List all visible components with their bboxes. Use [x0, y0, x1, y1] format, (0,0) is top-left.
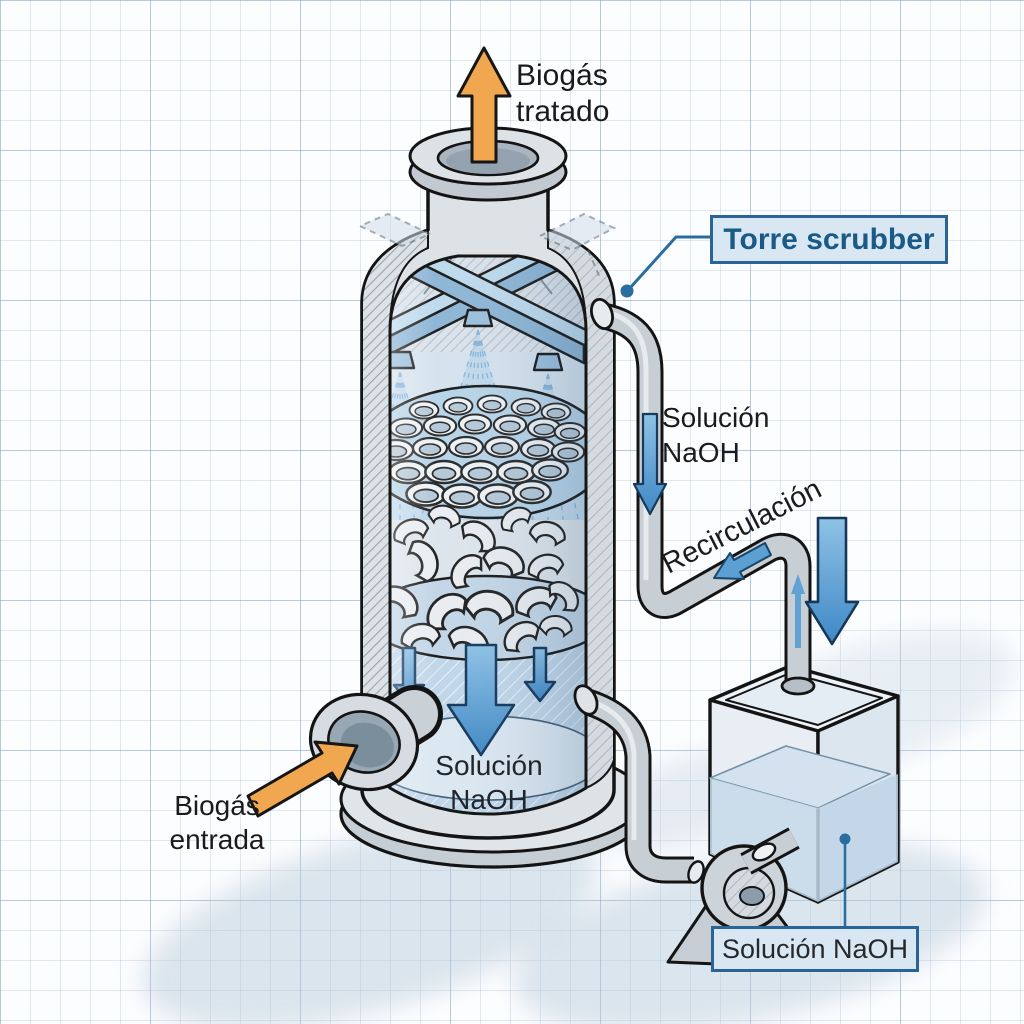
- tower-callout-box: Torre scrubber: [710, 215, 948, 264]
- tank-callout-box: Solución NaOH: [711, 926, 919, 972]
- tower-callout-text: Torre scrubber: [723, 222, 935, 256]
- biogas-inlet-label: Biogás entrada: [169, 790, 265, 855]
- naoh-tank: [708, 664, 900, 904]
- tank-inflow-arrow arrow-down-icon: [804, 516, 860, 646]
- tank-liquid: [709, 745, 898, 902]
- tower-cut-wall-right: [547, 228, 615, 790]
- biogas-inlet-flange: [308, 685, 443, 792]
- leader-dot: [839, 833, 851, 845]
- callout-leader-tower: [628, 235, 711, 290]
- tank-feed-arrow arrow-up-icon: [791, 574, 805, 648]
- spray-header-ghost-arms: [357, 212, 617, 279]
- inlet-arrow arrow-up-right-icon: [246, 740, 359, 818]
- pump-discharge-pipe: [740, 827, 800, 875]
- naoh-recirculation-pipe: [590, 298, 816, 696]
- callout-leaders: [620, 235, 851, 926]
- drain-pipe: [573, 684, 694, 884]
- treated-gas-arrow arrow-up-icon: [456, 46, 512, 164]
- naoh-pipe-label: Solución NaOH: [662, 402, 770, 468]
- recirculation-arrow arrow-down-left-icon: [713, 542, 772, 580]
- tank-callout-text: Solución NaOH: [721, 933, 909, 964]
- flow-arrows: [632, 412, 860, 648]
- tower-sump-label: Solución NaOH: [435, 750, 543, 815]
- pipe-flow-arrow arrow-down-icon: [632, 412, 668, 516]
- leader-dot: [620, 284, 634, 298]
- treated-biogas-label: Biogás tratado: [516, 59, 610, 128]
